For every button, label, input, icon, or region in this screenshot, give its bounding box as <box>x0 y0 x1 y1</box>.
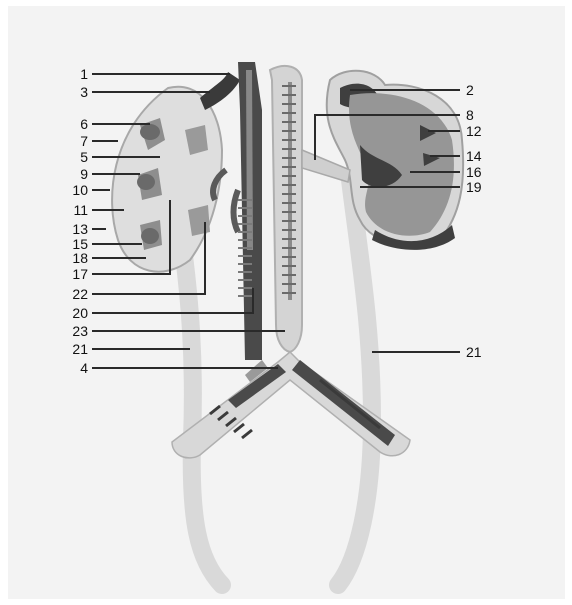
label-21-left: 21 <box>72 341 88 357</box>
label-2: 2 <box>466 82 474 98</box>
label-3: 3 <box>80 84 88 100</box>
label-8: 8 <box>466 107 474 123</box>
labels-right: 2 8 12 14 16 19 21 <box>466 82 482 360</box>
label-7: 7 <box>80 133 88 149</box>
label-5: 5 <box>80 149 88 165</box>
label-20: 20 <box>72 305 88 321</box>
label-4: 4 <box>80 360 88 376</box>
label-17: 17 <box>72 266 88 282</box>
label-19: 19 <box>466 179 482 195</box>
label-1: 1 <box>80 66 88 82</box>
label-16: 16 <box>466 164 482 180</box>
label-6: 6 <box>80 116 88 132</box>
labels-left: 1 3 6 7 5 9 10 11 13 15 18 17 22 20 23 2… <box>72 66 88 376</box>
label-10: 10 <box>72 182 88 198</box>
label-11: 11 <box>73 202 88 218</box>
label-14: 14 <box>466 148 482 164</box>
label-18: 18 <box>72 250 88 266</box>
label-9: 9 <box>80 166 88 182</box>
label-13: 13 <box>72 221 88 237</box>
right-ureter <box>338 180 372 585</box>
label-12: 12 <box>466 123 482 139</box>
label-23: 23 <box>72 323 88 339</box>
central-vessel <box>213 62 262 360</box>
label-21-right: 21 <box>466 344 482 360</box>
label-22: 22 <box>72 286 88 302</box>
